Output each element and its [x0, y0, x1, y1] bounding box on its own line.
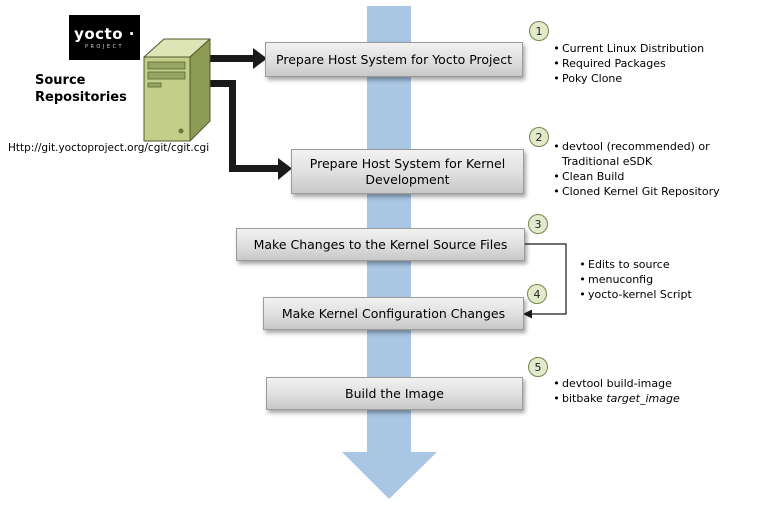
list-item: • Cloned Kernel Git Repository: [551, 184, 720, 199]
bullet-list-step5: • devtool build-image • bitbake target_i…: [551, 376, 680, 406]
list-item-text: devtool (recommended) or Traditional eSD…: [562, 140, 710, 168]
list-item: • menuconfig: [577, 272, 692, 287]
list-item: • devtool (recommended) or Traditional e…: [551, 139, 720, 169]
process-box-5: Build the Image: [266, 377, 523, 410]
bracket-arrow-head: [523, 309, 532, 319]
list-item-text: yocto-kernel Script: [588, 288, 692, 301]
step-number-3: 3: [528, 214, 548, 234]
arrow1-shaft: [205, 55, 253, 62]
step-number-2: 2: [529, 127, 549, 147]
server-media-slot: [147, 82, 162, 88]
list-item-text: Cloned Kernel Git Repository: [562, 185, 720, 198]
arrow1-head: [253, 48, 267, 69]
list-item: • Clean Build: [551, 169, 720, 184]
bullet-glyph: •: [553, 57, 560, 70]
bullet-list-step2: • devtool (recommended) or Traditional e…: [551, 139, 720, 199]
list-item-text: Clean Build: [562, 170, 625, 183]
list-item-text: menuconfig: [588, 273, 654, 286]
bullet-list-step1: • Current Linux Distribution • Required …: [551, 41, 704, 86]
step-number-4: 4: [527, 284, 547, 304]
bullet-glyph: •: [553, 72, 560, 85]
arrow2-seg-top: [205, 80, 236, 87]
bullet-glyph: •: [553, 392, 560, 405]
server-icon: [143, 38, 211, 142]
process-box-4: Make Kernel Configuration Changes: [263, 297, 524, 330]
bullet-glyph: •: [579, 258, 586, 271]
process-box-3: Make Changes to the Kernel Source Files: [236, 228, 525, 261]
list-item-text: Poky Clone: [562, 72, 623, 85]
list-item-text: Current Linux Distribution: [562, 42, 705, 55]
list-item: • Required Packages: [551, 56, 704, 71]
bracket-3-4: [525, 243, 567, 315]
step-number-1: 1: [529, 21, 549, 41]
list-item: • Current Linux Distribution: [551, 41, 704, 56]
bitbake-command-prefix: bitbake: [562, 392, 603, 405]
list-item-text: bitbake target_image: [562, 391, 680, 406]
list-item: • devtool build-image: [551, 376, 680, 391]
bitbake-target-image: target_image: [606, 392, 680, 405]
list-item-text: Edits to source: [588, 258, 670, 271]
list-item: • Edits to source: [577, 257, 692, 272]
bullet-glyph: •: [553, 377, 560, 390]
yocto-logo-title: yocto ·: [74, 25, 135, 43]
bullet-glyph: •: [553, 170, 560, 183]
process-box-1: Prepare Host System for Yocto Project: [265, 42, 523, 77]
bullet-glyph: •: [553, 140, 560, 153]
bullet-list-step3-4: • Edits to source • menuconfig • yocto-k…: [577, 257, 692, 302]
bullet-glyph: •: [553, 42, 560, 55]
step-number-5: 5: [528, 357, 548, 377]
server-side-face: [189, 38, 211, 142]
bullet-glyph: •: [579, 288, 586, 301]
yocto-logo: yocto · PROJECT: [69, 15, 140, 60]
source-repositories-label: Source Repositories: [35, 73, 127, 105]
server-drive-bay-2: [147, 71, 186, 80]
repository-url: Http://git.yoctoproject.org/cgit/cgit.cg…: [8, 142, 210, 154]
bullet-glyph: •: [579, 273, 586, 286]
list-item-text: Required Packages: [562, 57, 666, 70]
server-front-face: [143, 56, 191, 142]
list-item: • bitbake target_image: [551, 391, 680, 406]
arrow2-head: [278, 158, 292, 180]
list-item: • Poky Clone: [551, 71, 704, 86]
server-drive-bay-1: [147, 61, 186, 70]
list-item-text: devtool build-image: [562, 377, 672, 390]
arrow2-seg-vert: [229, 80, 236, 172]
process-box-2: Prepare Host System for Kernel Developme…: [291, 149, 524, 194]
yocto-logo-subtitle: PROJECT: [84, 44, 125, 50]
connector-arrows: [205, 48, 292, 180]
arrow2-seg-bottom: [229, 165, 278, 172]
bullet-glyph: •: [553, 185, 560, 198]
list-item: • yocto-kernel Script: [577, 287, 692, 302]
server-power-button: [178, 128, 184, 134]
